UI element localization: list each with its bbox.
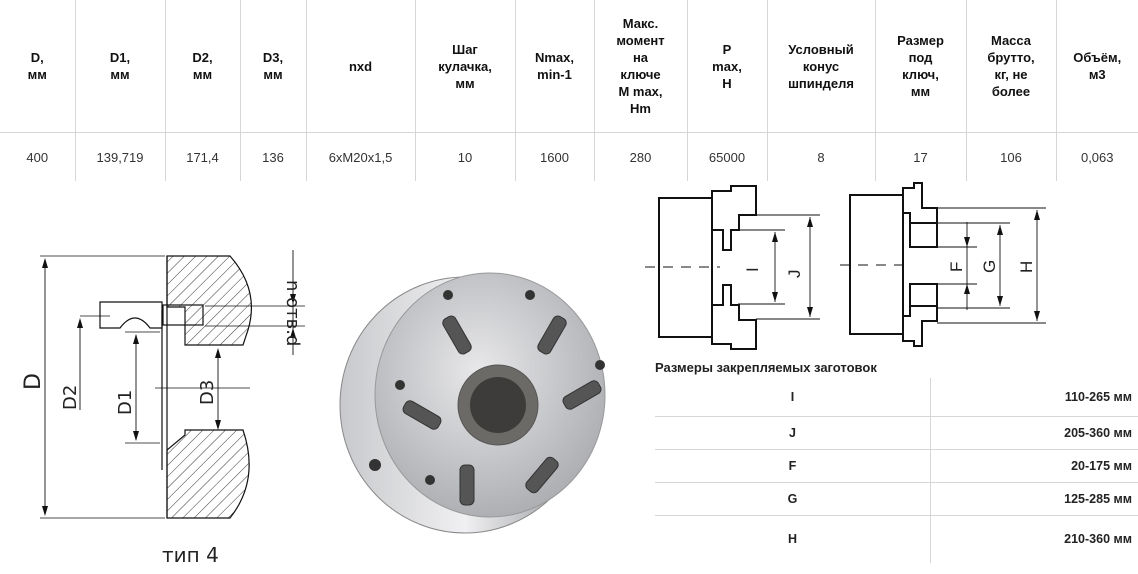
table-cell: 400 [0, 132, 75, 181]
row-value: 20-175 мм [930, 448, 1138, 482]
label-G: G [980, 260, 999, 273]
row-value: 210-360 мм [930, 514, 1138, 563]
column-header: D, мм [27, 50, 47, 82]
table-cell: 280 [593, 132, 687, 181]
table-cell: 8 [766, 132, 875, 181]
column-header: Шаг кулачка, мм [414, 0, 515, 133]
table-row: I 110-265 мм [655, 378, 1138, 416]
table-cell: 106 [965, 132, 1056, 181]
column-header: D2, мм [164, 0, 240, 133]
label-holes: n отв.d [282, 280, 303, 346]
table-cell: 10 [414, 132, 515, 181]
row-value: 110-265 мм [1064, 389, 1132, 404]
row-value: 125-285 мм [930, 481, 1138, 515]
column-header: Условный конус шпинделя [766, 0, 875, 133]
row-key: I [655, 378, 931, 416]
row-key: H [655, 514, 931, 563]
table-cell: 136 [239, 132, 306, 181]
column-header: D3, мм [239, 0, 306, 133]
chuck-product-image [339, 272, 606, 534]
column-header: Макс. момент на ключе M max, Hm [593, 0, 687, 133]
workpiece-table-title: Размеры закрепляемых заготовок [655, 360, 877, 375]
row-value: 205-360 мм [930, 415, 1138, 449]
label-I: I [743, 267, 762, 272]
column-header: nxd [305, 0, 415, 133]
column-header: D1, мм [74, 0, 165, 133]
table-cell: 65000 [686, 132, 767, 181]
label-D1: D1 [115, 390, 136, 415]
table-cell: 17 [874, 132, 966, 181]
mount-cross-section-drawing: D D2 D1 D3 n отв.d тип 4 [21, 250, 305, 567]
label-D: D [21, 373, 46, 390]
label-D3: D3 [197, 380, 218, 405]
label-type: тип 4 [162, 543, 219, 567]
row-key: G [655, 481, 931, 515]
jaw-dimension-diagrams: I J F G H [645, 182, 1046, 350]
table-cell: 6xM20x1,5 [305, 132, 415, 181]
table-cell: 139,719 [74, 132, 165, 181]
table-cell: 1600 [514, 132, 594, 181]
column-header: Nmax, min-1 [514, 0, 594, 133]
label-D2: D2 [60, 385, 81, 410]
table-cell: 0,063 [1055, 132, 1138, 181]
label-H: H [1017, 261, 1036, 273]
column-header: P max, H [686, 0, 767, 133]
table-cell: 171,4 [164, 132, 240, 181]
label-J: J [785, 270, 804, 279]
row-key: J [655, 415, 931, 449]
row-key: F [655, 448, 931, 482]
column-header: Масса брутто, кг, не более [965, 0, 1056, 133]
label-F: F [947, 262, 966, 272]
column-header: Объём, м3 [1055, 0, 1138, 133]
column-header: Размер под ключ, мм [874, 0, 966, 133]
